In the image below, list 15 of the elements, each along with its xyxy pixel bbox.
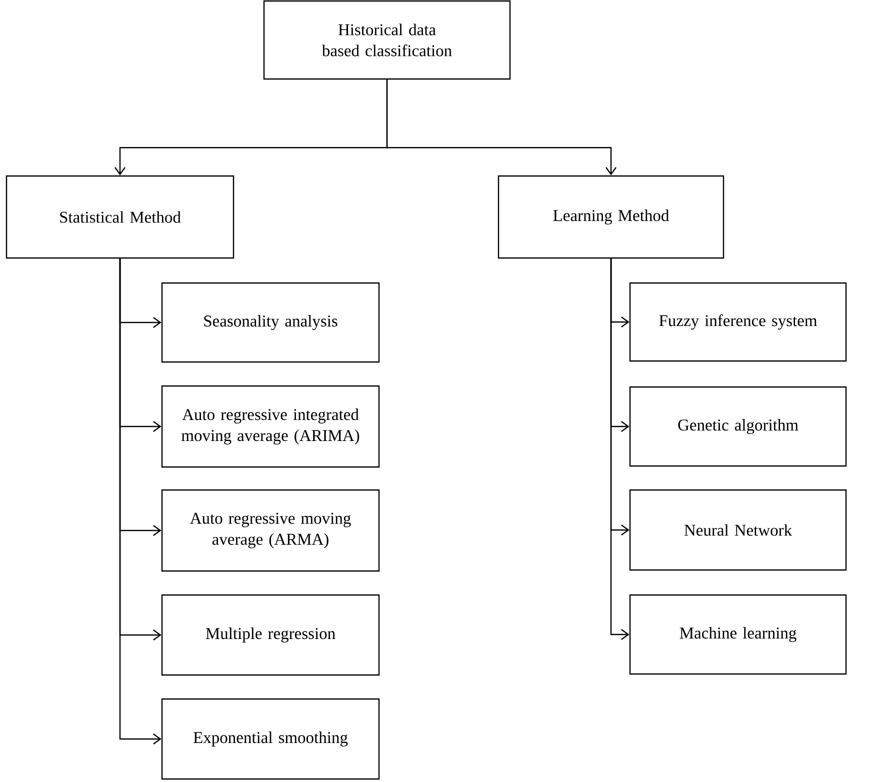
process-box: Neural Network (629, 489, 847, 571)
process-box: Historical data based classification (263, 0, 511, 80)
process-box: Statistical Method (6, 175, 234, 259)
process-box: Auto regressive integrated moving average (ARIMA) (161, 385, 380, 468)
process-box: Seasonality analysis (161, 282, 380, 363)
process-box: Exponential smoothing (161, 698, 380, 780)
process-box: Genetic algorithm (629, 386, 847, 467)
process-box: Machine learning (629, 594, 847, 675)
process-box: Multiple regression (161, 594, 380, 676)
process-box: Learning Method (498, 175, 724, 259)
process-box: Auto regressive moving average (ARMA) (161, 489, 380, 572)
arrow (610, 258, 630, 640)
arrow (386, 80, 616, 176)
arrow (119, 258, 162, 744)
process-box: Fuzzy inference system (629, 282, 847, 362)
